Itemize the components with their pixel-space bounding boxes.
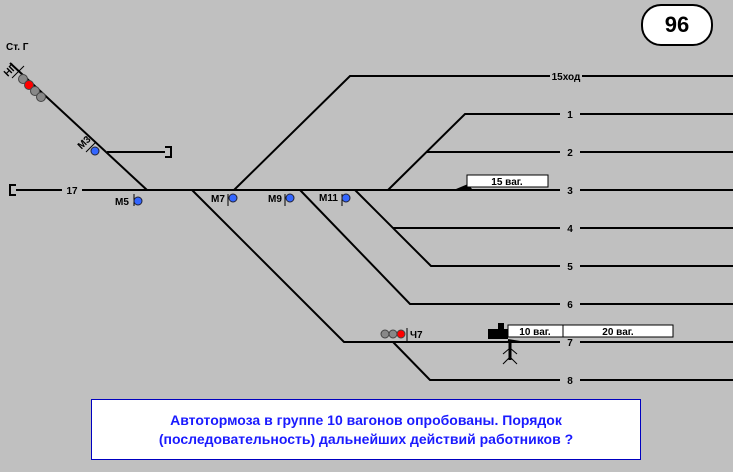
- signal-ng-label: НГ: [2, 62, 19, 79]
- track-label-5: 5: [567, 262, 573, 273]
- wagons-track3[interactable]: [466, 174, 549, 188]
- signal-m11-label: М11: [319, 193, 338, 204]
- track-label-8: 8: [567, 376, 573, 387]
- question-text: Автотормоза в группе 10 вагонов опробова…: [158, 411, 574, 447]
- track-label-4: 4: [567, 224, 573, 235]
- signal-m7-label: М7: [211, 194, 225, 205]
- svg-text:20 ваг.: 20 ваг.: [602, 327, 634, 338]
- signal-m7-light[interactable]: [228, 193, 238, 203]
- signal-m5-light[interactable]: [133, 196, 143, 206]
- svg-text:15 ваг.: 15 ваг.: [491, 177, 523, 188]
- bumper-stub: [165, 146, 172, 158]
- track-6: [299, 189, 560, 305]
- question-message: Автотормоза в группе 10 вагонов опробова…: [91, 399, 641, 460]
- signal-ch7[interactable]: [380, 329, 406, 339]
- signal-m11-light[interactable]: [341, 193, 351, 203]
- track-15: [233, 75, 550, 191]
- card-number-badge: 96: [641, 4, 713, 46]
- track-label-6: 6: [567, 300, 573, 311]
- track-label-17: 17: [66, 186, 78, 197]
- locomotive-icon: [488, 323, 508, 339]
- track-label-15: 15ход: [552, 72, 581, 83]
- track-label-1: 1: [567, 110, 573, 121]
- signal-ch7-label: Ч7: [410, 330, 423, 341]
- track-label-3: 3: [567, 186, 573, 197]
- track-7: [191, 189, 560, 343]
- signal-ng[interactable]: [18, 74, 46, 102]
- svg-text:10 ваг.: 10 ваг.: [519, 327, 551, 338]
- station-label: Ст. Г: [6, 42, 29, 53]
- track-1: [387, 113, 560, 191]
- track-8: [392, 341, 560, 381]
- wagons-track7-group-b[interactable]: [562, 324, 674, 338]
- signal-m9-light[interactable]: [285, 193, 295, 203]
- signal-m5-label: М5: [115, 197, 129, 208]
- signal-m3-light[interactable]: [90, 146, 100, 156]
- track-label-7: 7: [567, 338, 573, 349]
- worker-icon: [502, 339, 521, 365]
- bumper-left: [9, 184, 16, 196]
- track-5: [354, 189, 560, 267]
- track-label-2: 2: [567, 148, 573, 159]
- signal-m9-label: М9: [268, 194, 282, 205]
